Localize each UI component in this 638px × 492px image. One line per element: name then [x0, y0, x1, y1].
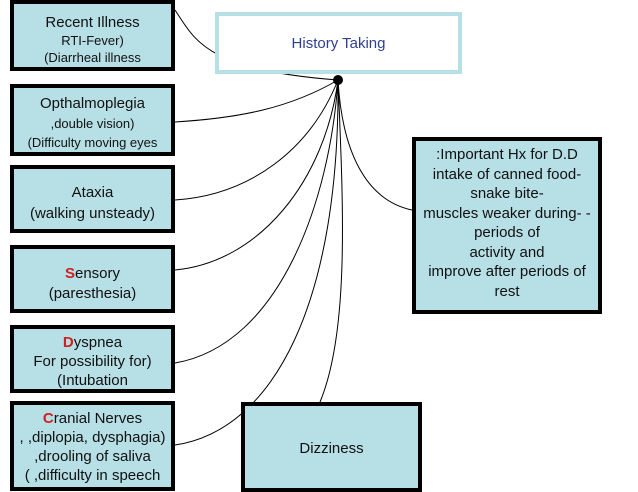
recent-illness-line-2: RTI-Fever) — [61, 33, 124, 48]
sensory-title-rest: ensory — [74, 265, 121, 282]
important-line: activity and — [469, 243, 545, 261]
connector-recent-illness — [174, 9, 339, 81]
important-line: rest — [494, 282, 520, 300]
connector-lines — [174, 9, 413, 446]
recent-illness-title: Recent Illness — [45, 14, 140, 31]
sensory-title: Sensory — [14, 264, 171, 284]
connector-cranial — [174, 79, 339, 446]
connector-dizziness — [319, 79, 343, 403]
dyspnea-title-rest: yspnea — [73, 334, 123, 351]
history-taking-box: History Taking — [215, 12, 462, 74]
recent-illness-line-3: (Diarrheal illness — [44, 50, 141, 65]
cranial-line-3: ,drooling of saliva — [34, 448, 151, 465]
hub-node — [333, 75, 343, 85]
important-line: :Important Hx for D.D — [436, 146, 578, 163]
dyspnea-title: Dyspnea — [14, 333, 171, 352]
sensory-initial: S — [64, 265, 75, 282]
ataxia-title: Ataxia — [71, 184, 114, 201]
dyspnea-initial: D — [62, 334, 74, 351]
dizziness-label: Dizziness — [299, 440, 364, 457]
sensory-line-2: (paresthesia) — [48, 285, 137, 302]
cranial-line-2: , ,diplopia, dysphagia) — [19, 429, 166, 446]
important-line: snake bite- — [470, 185, 544, 202]
important-line: improve after periods of — [428, 263, 586, 280]
important-hx-box: :Important Hx for D.D intake of canned f… — [412, 137, 602, 314]
ataxia-box: Ataxia (walking unsteady) — [10, 165, 175, 233]
ataxia-line-2: (walking unsteady) — [29, 205, 156, 222]
cranial-line-4: ( ,difficulty in speech — [24, 467, 161, 484]
connector-sensory — [174, 79, 339, 271]
important-line: intake of canned food- — [432, 165, 582, 183]
dyspnea-box: Dyspnea For possibility for) (Intubation — [10, 325, 175, 393]
connector-important — [337, 79, 413, 211]
opthalmoplegia-box: Opthalmoplegia ,double vision) (Difficul… — [10, 84, 175, 156]
connector-dyspnea — [174, 79, 339, 364]
opthalmoplegia-line-3: (Difficulty moving eyes — [27, 135, 158, 150]
sensory-box: Sensory (paresthesia) — [10, 245, 175, 313]
recent-illness-box: Recent Illness RTI-Fever) (Diarrheal ill… — [10, 0, 175, 71]
dizziness-box: Dizziness — [241, 402, 422, 492]
opthalmoplegia-title: Opthalmoplegia — [39, 95, 146, 112]
dyspnea-line-2: For possibility for) — [33, 353, 152, 370]
cranial-title-rest: ranial Nerves — [53, 410, 143, 427]
important-line: periods of — [474, 224, 540, 241]
cranial-initial: C — [42, 410, 54, 427]
dyspnea-line-3: (Intubation — [57, 372, 128, 389]
important-line: muscles weaker during- - — [423, 204, 591, 222]
history-taking-label: History Taking — [291, 34, 386, 52]
opthalmoplegia-line-2: ,double vision) — [50, 116, 135, 131]
connector-opthalmoplegia — [174, 79, 339, 123]
cranial-title: Cranial Nerves — [14, 409, 171, 428]
connector-ataxia — [174, 79, 339, 201]
